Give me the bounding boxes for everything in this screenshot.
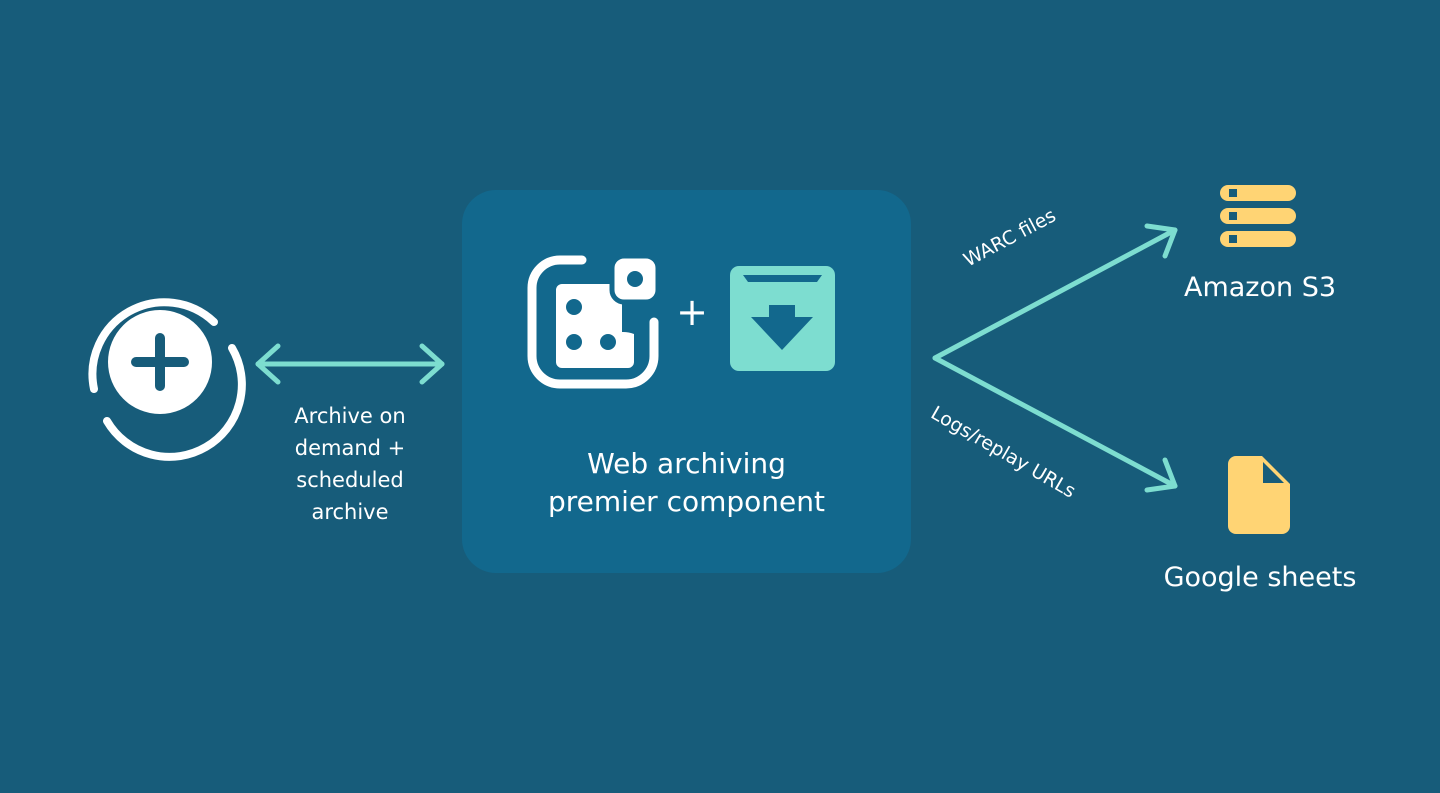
bidirectional-arrow <box>255 343 445 385</box>
title-line: premier component <box>548 485 825 518</box>
fork-arrows <box>932 223 1178 493</box>
database-icon <box>1220 185 1296 247</box>
premier-component-card <box>462 190 911 573</box>
connector-label-line: Archive on <box>294 404 406 428</box>
connector-label-line: archive <box>311 500 389 524</box>
output-label-s3: Amazon S3 <box>1183 272 1337 303</box>
connector-label: Archive on demand + scheduled archive <box>270 400 430 528</box>
title-line: Web archiving <box>587 447 786 480</box>
plus-joiner: + <box>676 290 708 334</box>
output-label-sheets: Google sheets <box>1163 562 1357 593</box>
document-icon <box>1228 456 1290 534</box>
add-circle-icon <box>88 298 246 461</box>
arrowhead-sheets <box>1144 457 1178 493</box>
connector-label-line: demand + <box>294 436 406 460</box>
archive-download-icon <box>730 266 835 371</box>
arrow-to-sheets <box>932 355 1178 489</box>
arrow-to-s3 <box>932 227 1178 361</box>
connector-label-line: scheduled <box>296 468 404 492</box>
arrowhead-s3 <box>1144 223 1178 259</box>
dice-app-icon <box>527 253 661 389</box>
premier-component-title: Web archiving premier component <box>462 445 911 521</box>
